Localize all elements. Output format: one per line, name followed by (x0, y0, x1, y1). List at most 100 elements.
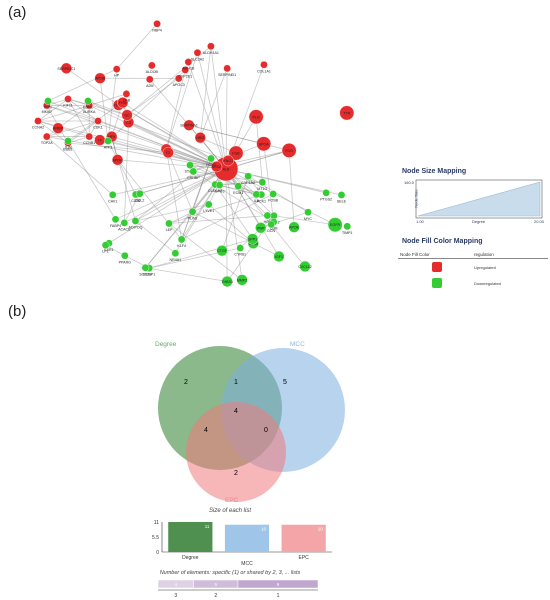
bar-value-label: 10 (261, 527, 267, 532)
network-node[interactable]: KLF4 (177, 235, 186, 248)
network-node[interactable]: ALDOB (146, 61, 159, 74)
network-node-label: PLG (253, 115, 260, 119)
network-node-label: CCL2 (135, 198, 144, 202)
network-node[interactable]: CCNA2 (32, 117, 44, 130)
network-node[interactable]: PTGS2 (320, 189, 332, 201)
network-node[interactable]: FCN3 (206, 154, 216, 167)
network-node[interactable]: CDK1 (93, 117, 103, 130)
network-node[interactable]: SELE (337, 191, 347, 204)
network-node[interactable]: EGR1 (83, 97, 93, 110)
network-node[interactable]: CYP1A2 (241, 172, 255, 185)
network-node[interactable]: COL1A1 (257, 60, 271, 73)
network-edge (107, 69, 118, 142)
network-node[interactable]: CRHBP (187, 167, 200, 180)
network-node[interactable]: CFB (122, 90, 131, 102)
network-node[interactable]: CCL2 (135, 189, 144, 202)
network-node[interactable]: ADIPOQ (128, 217, 143, 230)
network-node[interactable]: FGB (228, 145, 244, 161)
network-node[interactable]: SERPIND1 (218, 64, 236, 77)
network-node-label: CTGF (217, 249, 228, 253)
network-edge (37, 105, 90, 122)
network-node[interactable]: FGG (281, 143, 297, 158)
network-node[interactable]: KIF11 (63, 95, 73, 108)
network-node[interactable]: HRG (194, 132, 206, 144)
network-node[interactable]: CAV1 (108, 191, 117, 203)
network-node[interactable]: IL6 (252, 190, 261, 203)
network-node[interactable]: MYC (304, 208, 312, 221)
network-node[interactable]: THBS1 (221, 275, 233, 288)
bar-mcc (224, 524, 270, 552)
network-edge (116, 23, 158, 70)
network-edge (37, 98, 69, 122)
network-node[interactable]: A2M (145, 75, 154, 88)
network-node[interactable]: FGA (117, 97, 129, 109)
network-node[interactable]: VWF (255, 222, 267, 234)
network-node-circle (181, 66, 190, 74)
network-node[interactable]: NR4A1 (170, 249, 182, 262)
network-node[interactable]: CYP2E1 (178, 66, 192, 79)
network-node[interactable]: PPARG (119, 251, 132, 264)
network-node[interactable]: TTR (339, 105, 355, 121)
network-node[interactable]: LEP (165, 219, 173, 232)
network-node[interactable]: KNG1 (222, 155, 234, 167)
network-node-label: FOSB (268, 199, 278, 203)
network-node[interactable]: APOA (256, 136, 272, 152)
network-node[interactable]: FOSB (268, 190, 279, 203)
network-node[interactable]: APOB (94, 72, 106, 84)
network-node[interactable]: DCN (267, 220, 275, 233)
network-node[interactable]: SOCS3 (139, 263, 151, 276)
network-node[interactable]: SERPINC1 (57, 62, 75, 74)
network-node[interactable]: HGF (263, 211, 272, 224)
network-node[interactable]: GPC3 (215, 181, 225, 194)
size-legend-xlabel: Degree (472, 219, 486, 224)
network-node[interactable]: IGF1 (273, 250, 285, 263)
network-node[interactable]: LYVE1 (203, 200, 214, 213)
network-node-circle (221, 275, 233, 288)
network-node[interactable]: RBP4 (152, 20, 162, 32)
network-node[interactable]: ALDH1A1 (203, 42, 219, 55)
network-edge (37, 120, 69, 144)
network-node[interactable]: PLG (248, 109, 264, 125)
shared-segment-count: 9 (277, 582, 280, 587)
network-node[interactable]: APOH (111, 154, 124, 166)
network-node-label: LYVE1 (203, 209, 214, 213)
network-node[interactable]: ECM1 (233, 182, 243, 195)
network-node-label: NR4A1 (170, 258, 182, 262)
network-node[interactable]: AMBP (52, 122, 64, 134)
network-node[interactable]: HP (112, 65, 121, 78)
network-node[interactable]: CTGF (216, 245, 228, 257)
network-node[interactable]: LPL (101, 241, 110, 254)
network-node[interactable]: MT1G (257, 178, 268, 191)
network-node[interactable]: TF (94, 134, 106, 146)
network-node[interactable]: JUN (64, 137, 72, 150)
network-node[interactable]: ACACB (118, 219, 131, 231)
network-node[interactable]: SLC2A2 (191, 48, 204, 61)
network-node[interactable]: FABP4 (110, 215, 121, 228)
network-node-label: KLF4 (177, 244, 186, 248)
network-node[interactable]: APOC3 (173, 74, 185, 87)
network-node-circle (228, 145, 244, 161)
network-node[interactable]: CYR61 (234, 244, 246, 257)
network-edge (181, 168, 227, 240)
network-node[interactable]: GC (121, 109, 133, 121)
network-node-label: BUB1 (63, 148, 72, 152)
network-node[interactable]: APOE (288, 221, 300, 233)
network-node[interactable]: SERPINA1 (180, 119, 198, 131)
network-node[interactable]: CCNB1 (83, 132, 95, 145)
downregulated-label: Downregulated (474, 281, 501, 286)
network-node[interactable]: ATF3 (104, 137, 113, 150)
network-node[interactable]: AHSG (211, 161, 223, 173)
network-node-circle (207, 42, 215, 51)
network-node[interactable]: FOS (44, 97, 52, 110)
network-node[interactable]: ADH1B (182, 58, 195, 71)
network-node[interactable]: EGFR (327, 217, 343, 233)
network-node[interactable]: SPP1 (246, 233, 259, 245)
network-node[interactable]: F2 (162, 146, 174, 159)
network-edge (107, 69, 186, 142)
network-node[interactable]: TOP2A (41, 132, 53, 145)
network-node[interactable]: PLIN1 (188, 207, 198, 220)
network-node[interactable]: TIMP1 (342, 222, 353, 235)
venn-count-mcc-epc: 0 (264, 427, 268, 434)
network-node[interactable]: MMP2 (236, 274, 248, 286)
network-node[interactable]: CXCL12 (298, 260, 312, 273)
